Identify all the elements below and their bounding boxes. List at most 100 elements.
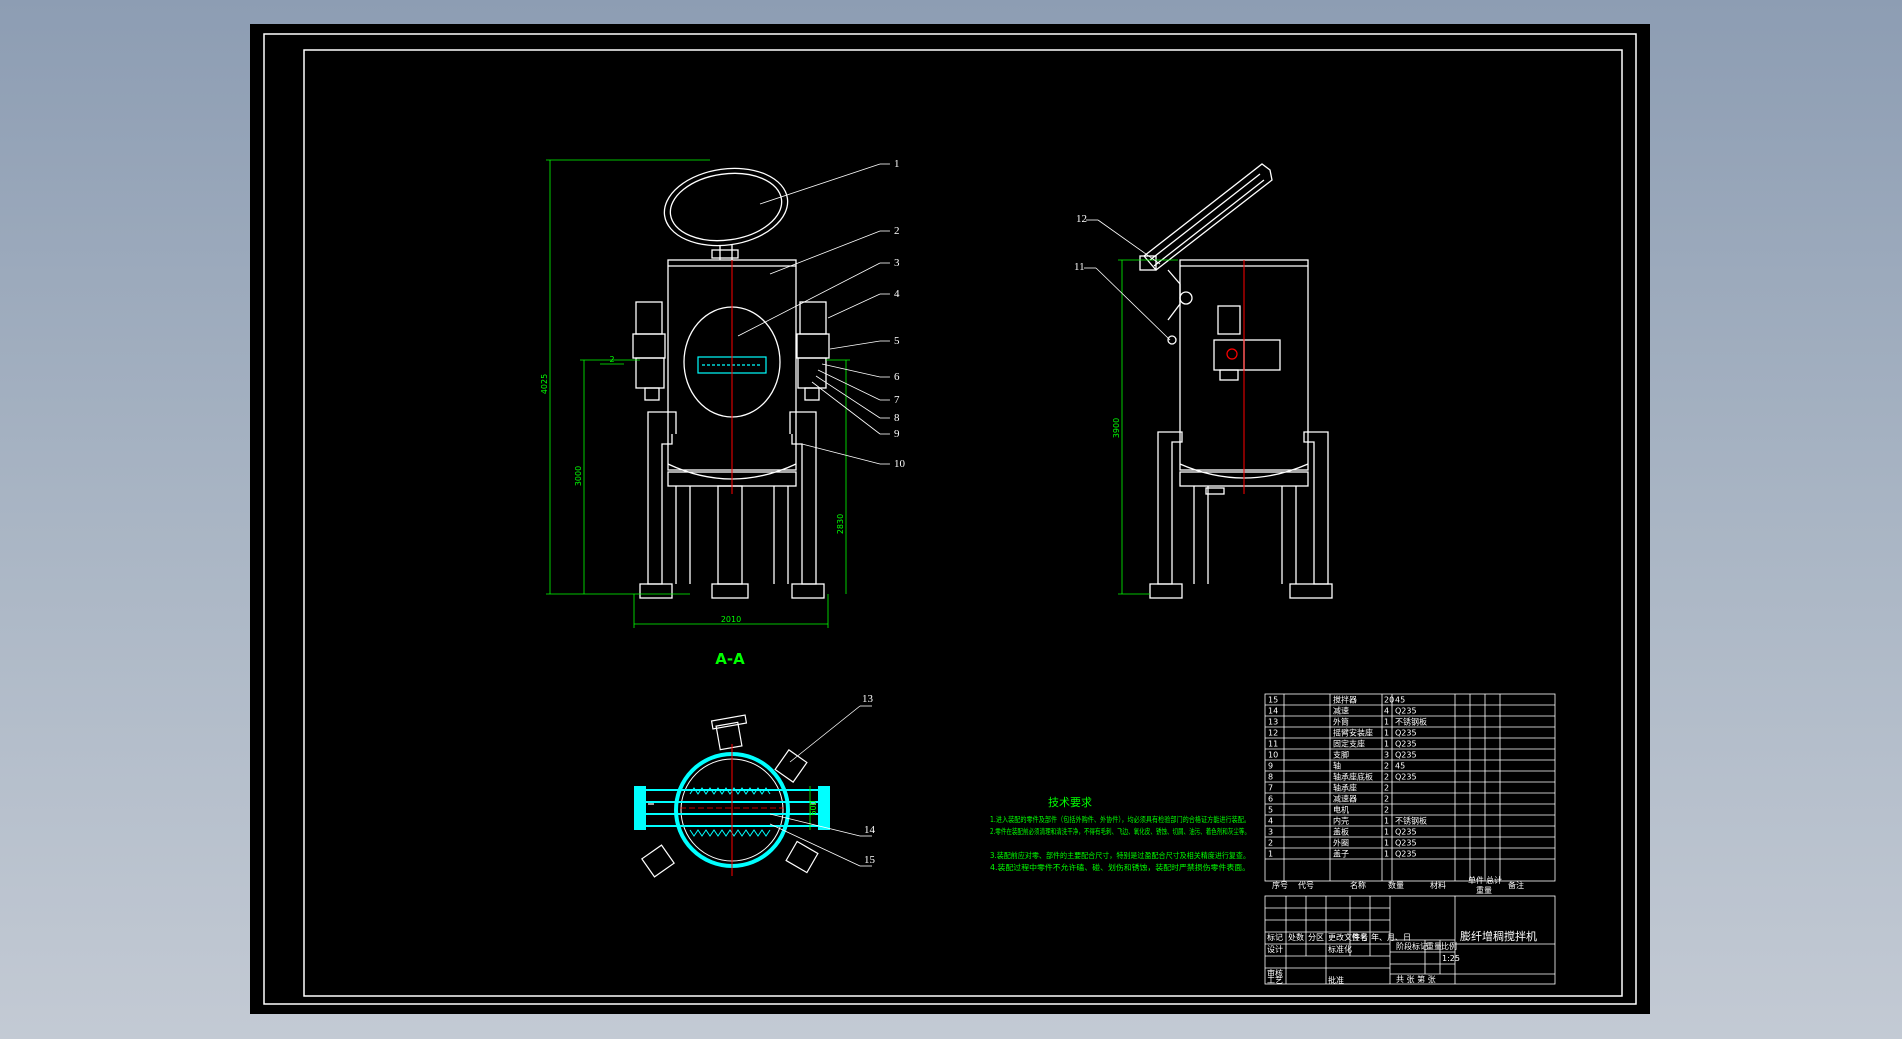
bom-cell-mat: 不锈钢板 — [1395, 816, 1427, 826]
bom-cell-name: 减速器 — [1333, 794, 1357, 804]
dim-side-height: 3900 — [1112, 418, 1121, 438]
dim-small: 2 — [609, 355, 614, 364]
side-leaders — [1084, 219, 1171, 341]
bom-cell-name: 外圈 — [1333, 838, 1349, 848]
bom-cell-name: 盖子 — [1333, 849, 1349, 859]
bom-cell-name: 电机 — [1333, 805, 1349, 815]
tb-row-zone: 分区 — [1308, 933, 1324, 942]
tb-standard: 标准化 — [1328, 944, 1352, 954]
stage-mark-label: 阶段标记 — [1396, 941, 1428, 951]
balloon-7: 7 — [894, 394, 900, 406]
side-view — [1139, 163, 1333, 599]
lid — [663, 167, 789, 247]
scale-value: 1:25 — [1442, 954, 1460, 963]
dim-bottom-width: 600 — [809, 800, 818, 815]
title-block — [1264, 895, 1556, 985]
bom-cell-mat: Q235 — [1395, 828, 1417, 837]
balloon-2: 2 — [894, 225, 900, 237]
outer-frame — [263, 33, 1637, 1005]
tb-row-date: 年、月、日 — [1371, 932, 1411, 942]
bom-header-no: 序号 — [1272, 880, 1288, 890]
bom-header-name: 名称 — [1350, 880, 1366, 890]
bom-cell-no: 8 — [1268, 773, 1273, 782]
bom-cell-name: 搅拌器 — [1333, 695, 1357, 705]
dim-overall-width: 2010 — [721, 615, 741, 624]
bom-cell-no: 5 — [1268, 806, 1273, 815]
side-red-mark — [1226, 348, 1238, 360]
balloon-4: 4 — [894, 288, 900, 300]
bom-cell-qty: 1 — [1384, 718, 1389, 727]
bom-cell-name: 轴 — [1333, 761, 1341, 771]
balloon-11: 11 — [1074, 261, 1085, 273]
tb-row-sign: 签名 — [1352, 932, 1368, 942]
bom-cell-name: 内壳 — [1333, 816, 1349, 826]
bom-header-remark: 备注 — [1508, 880, 1524, 890]
tb-review: 审核 — [1267, 968, 1283, 978]
section-view: 600 — [634, 714, 830, 878]
scale-label: 比例 — [1441, 941, 1457, 951]
bom-cell-qty: 1 — [1384, 839, 1389, 848]
tech-note-2: 2.零件在装配前必须清理和清洗干净，不得有毛刺、飞边、氧化皮、锈蚀、切屑、油污、… — [990, 826, 1250, 836]
side-dimensions — [1118, 259, 1178, 595]
bom-cell-no: 13 — [1268, 718, 1278, 727]
bom-cell-mat: Q235 — [1395, 729, 1417, 738]
bom-cell-mat: 不锈钢板 — [1395, 717, 1427, 727]
balloon-10: 10 — [894, 458, 906, 470]
tech-note-4: 4.装配过程中零件不允许磕、碰、划伤和锈蚀，装配时严禁损伤零件表面。 — [990, 862, 1250, 872]
tb-row-mark: 标记 — [1267, 932, 1283, 942]
bom-cell-mat: Q235 — [1395, 850, 1417, 859]
bom-cell-qty: 4 — [1384, 707, 1389, 716]
bom-cell-qty: 20 — [1384, 696, 1394, 705]
bom-header-mat: 材料 — [1430, 880, 1446, 890]
bom-cell-name: 轴承座底板 — [1333, 772, 1373, 782]
bom-cell-qty: 2 — [1384, 806, 1389, 815]
tb-approve: 批准 — [1328, 975, 1344, 985]
bom-cell-qty: 1 — [1384, 740, 1389, 749]
bom-cell-no: 7 — [1268, 784, 1273, 793]
bom-cell-qty: 1 — [1384, 828, 1389, 837]
bom-cell-mat: Q235 — [1395, 740, 1417, 749]
dim-lower-height: 3000 — [574, 466, 583, 486]
section-caption: A-A — [715, 650, 745, 668]
bom-cell-no: 12 — [1268, 729, 1278, 738]
bom-cell-qty: 2 — [1384, 773, 1389, 782]
dim-overall-height: 4025 — [540, 374, 549, 394]
bom-cell-name: 摇臂安装座 — [1333, 728, 1373, 738]
bom-cell-qty: 3 — [1384, 751, 1389, 760]
tech-note-1: 1.进入装配的零件及部件（包括外购件、外协件），均必须具有检验部门的合格证方能进… — [990, 814, 1250, 824]
weight-label: 重量 — [1426, 941, 1442, 951]
front-view — [632, 167, 830, 599]
balloon-6: 6 — [894, 371, 900, 383]
bom-cell-mat: 45 — [1395, 696, 1405, 705]
bom-header-single: 单件 — [1468, 875, 1484, 885]
bom-cell-no: 10 — [1268, 751, 1278, 760]
bom-cell-mat: Q235 — [1395, 773, 1417, 782]
balloon-5: 5 — [894, 335, 900, 347]
bom-header-total: 总计 — [1486, 875, 1502, 885]
bom-cell-qty: 1 — [1384, 850, 1389, 859]
cad-viewport[interactable]: 4025 3000 2830 2010 2 1 2 3 4 5 6 7 8 9 … — [250, 24, 1650, 1014]
tech-notes-title: 技术要求 — [1048, 796, 1092, 809]
drawing-title: 膨纤增稠搅拌机 — [1460, 929, 1537, 943]
bom-cell-no: 11 — [1268, 740, 1278, 749]
bom-cell-qty: 1 — [1384, 729, 1389, 738]
bom-cell-name: 固定支座 — [1333, 739, 1365, 749]
bom-table — [1264, 693, 1556, 882]
balloon-3: 3 — [894, 257, 900, 269]
bom-header-qty: 数量 — [1388, 880, 1404, 890]
section-leaders — [769, 705, 872, 867]
balloon-9: 9 — [894, 428, 900, 440]
bom-cell-no: 3 — [1268, 828, 1273, 837]
bom-cell-name: 外筒 — [1333, 717, 1349, 727]
front-leaders — [737, 163, 890, 465]
sheet-label: 共 张 第 张 — [1396, 974, 1436, 984]
bom-cell-mat: Q235 — [1395, 707, 1417, 716]
bom-cell-name: 盖板 — [1333, 827, 1349, 837]
balloon-8: 8 — [894, 412, 900, 424]
tb-row-change: 更改文件号 — [1328, 932, 1368, 942]
bom-cell-mat: 45 — [1395, 762, 1405, 771]
bom-cell-no: 1 — [1268, 850, 1273, 859]
bom-cell-no: 15 — [1268, 696, 1278, 705]
inner-frame — [303, 49, 1623, 997]
